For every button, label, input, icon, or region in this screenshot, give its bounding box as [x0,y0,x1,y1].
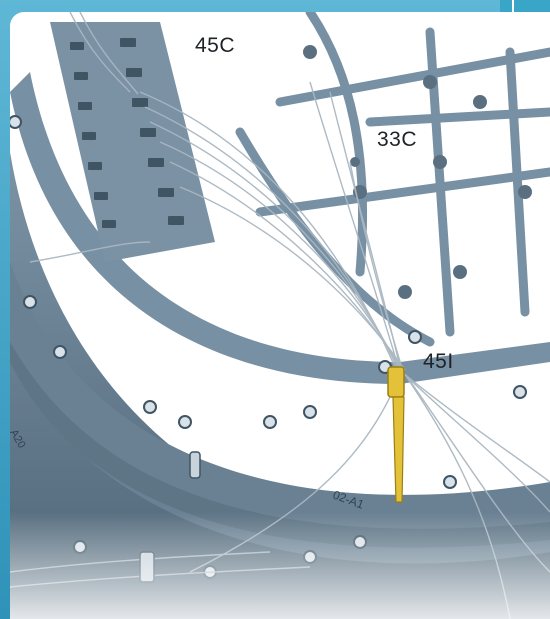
illustration-panel: 02-A1 A20 45C 33C 45I [10,12,550,619]
frame-tab [500,0,550,12]
rib-bosses [303,45,532,299]
connector-strip [50,22,215,262]
callout-33c: 33C [377,128,418,151]
callout-45i: 45I [423,350,454,373]
base-disc [10,152,550,619]
yellow-cable-tie [387,366,405,503]
inner-ring [10,72,550,384]
wiring-harness-illustration: 02-A1 A20 [10,12,550,619]
callout-45c: 45C [195,34,236,57]
frame-ribs [235,12,550,347]
